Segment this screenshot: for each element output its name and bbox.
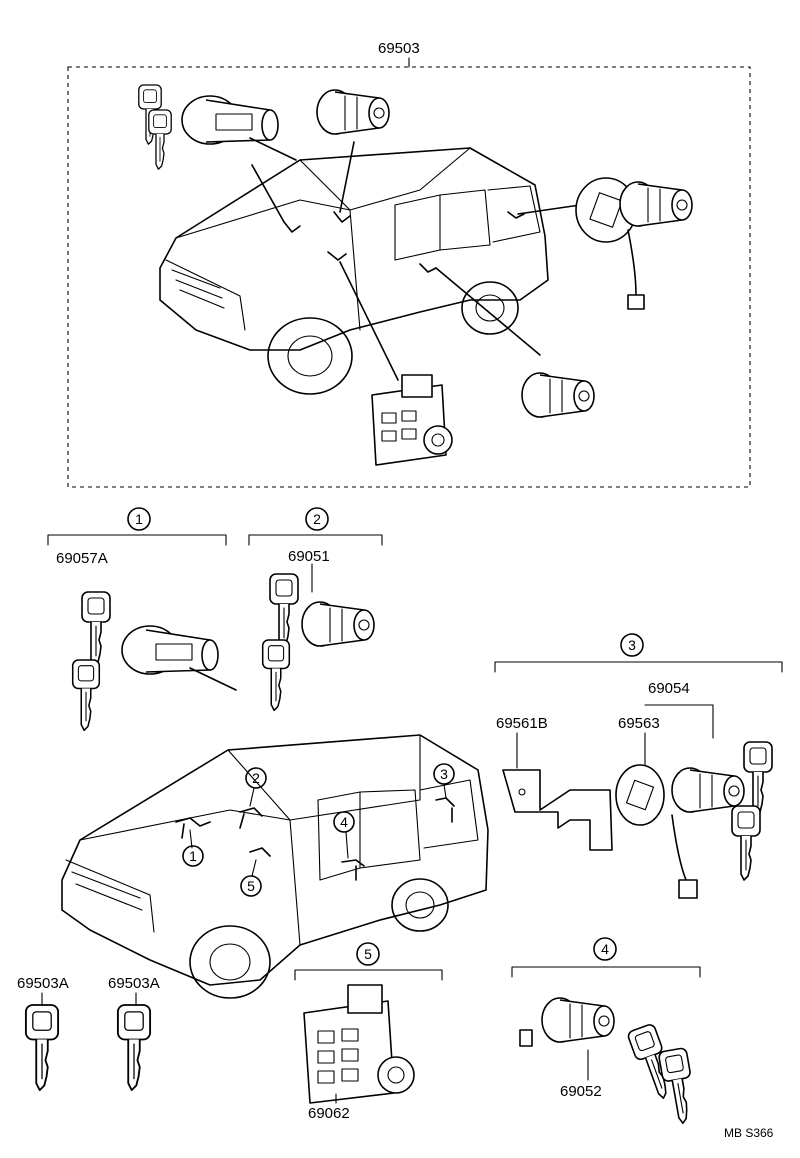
group-2: 2 69051 (248, 507, 383, 712)
part-number-69561B: 69561B (496, 715, 548, 732)
back-door-key (743, 741, 773, 817)
part-number-69057A: 69057A (56, 550, 108, 567)
part-number-69054: 69054 (648, 680, 690, 697)
glovebox-key (269, 573, 299, 649)
part-number-69503A-left: 69503A (17, 975, 69, 992)
group-2-badge (305, 507, 329, 531)
svg-text:4: 4 (340, 814, 348, 830)
group-3: 3 69054 69563 69561B (494, 633, 783, 899)
group-5: 5 69062 (294, 942, 443, 1122)
key-69503A-right: 69503A (108, 975, 160, 1092)
part-number-69503A-right: 69503A (108, 975, 160, 992)
steering-lock-top (371, 374, 453, 466)
back-door-gasket (615, 764, 665, 826)
svg-text:1: 1 (189, 848, 197, 864)
group-2-number: 2 (313, 511, 321, 527)
part-number-69062: 69062 (308, 1105, 350, 1122)
group-4-badge (593, 937, 617, 961)
pointer-arrow-backdoor (517, 204, 581, 215)
part-number-69052: 69052 (560, 1083, 602, 1100)
back-door-cylinder (671, 767, 745, 813)
connector (678, 879, 698, 899)
group-3-badge (620, 633, 644, 657)
ignition-key (81, 591, 111, 667)
car-callout-1: 1 (182, 829, 204, 867)
steering-lock-housing (303, 984, 415, 1104)
assembly-group-69503: 69503 (67, 40, 751, 488)
part-number-69563: 69563 (618, 715, 660, 732)
reference-code: MB S366 (724, 1126, 774, 1140)
door-cylinder-top (521, 372, 595, 418)
svg-text:3: 3 (440, 766, 448, 782)
glovebox-cylinder (301, 601, 375, 647)
assembly-part-number: 69503 (378, 40, 420, 57)
back-door-cylinder-top (575, 177, 693, 310)
back-door-bracket (502, 769, 613, 851)
pointer-arrow-glovebox (339, 141, 355, 213)
group-1-badge (127, 507, 151, 531)
group-4-number: 4 (601, 941, 609, 957)
car-callout-5: 5 (240, 859, 262, 897)
ignition-cylinder-assy (121, 625, 237, 691)
door-cylinder (541, 997, 615, 1043)
part-number-69051: 69051 (288, 548, 330, 565)
key-69503A-left: 69503A (17, 975, 69, 1092)
glovebox-cylinder-top (316, 89, 390, 135)
svg-text:5: 5 (247, 878, 255, 894)
pointer-arrow-steering (339, 261, 399, 381)
group-5-number: 5 (364, 946, 372, 962)
car-callout-2: 2 (245, 767, 267, 807)
svg-text:2: 2 (252, 770, 260, 786)
car-callout-3: 3 (433, 763, 455, 799)
vehicle-illustration-top (159, 147, 549, 395)
ignition-cylinder-top (181, 95, 297, 161)
vehicle-illustration-bottom (61, 734, 489, 999)
pointer-arrow-door (435, 267, 541, 356)
group-1-number: 1 (135, 511, 143, 527)
group-5-badge (356, 942, 380, 966)
group-1: 1 69057A (47, 507, 237, 732)
assembly-dashed-border (67, 66, 751, 488)
group-3-number: 3 (628, 637, 636, 653)
car-callout-4: 4 (333, 811, 355, 859)
group-4: 4 69052 (511, 937, 701, 1127)
pointer-arrow-ignition (251, 164, 285, 223)
